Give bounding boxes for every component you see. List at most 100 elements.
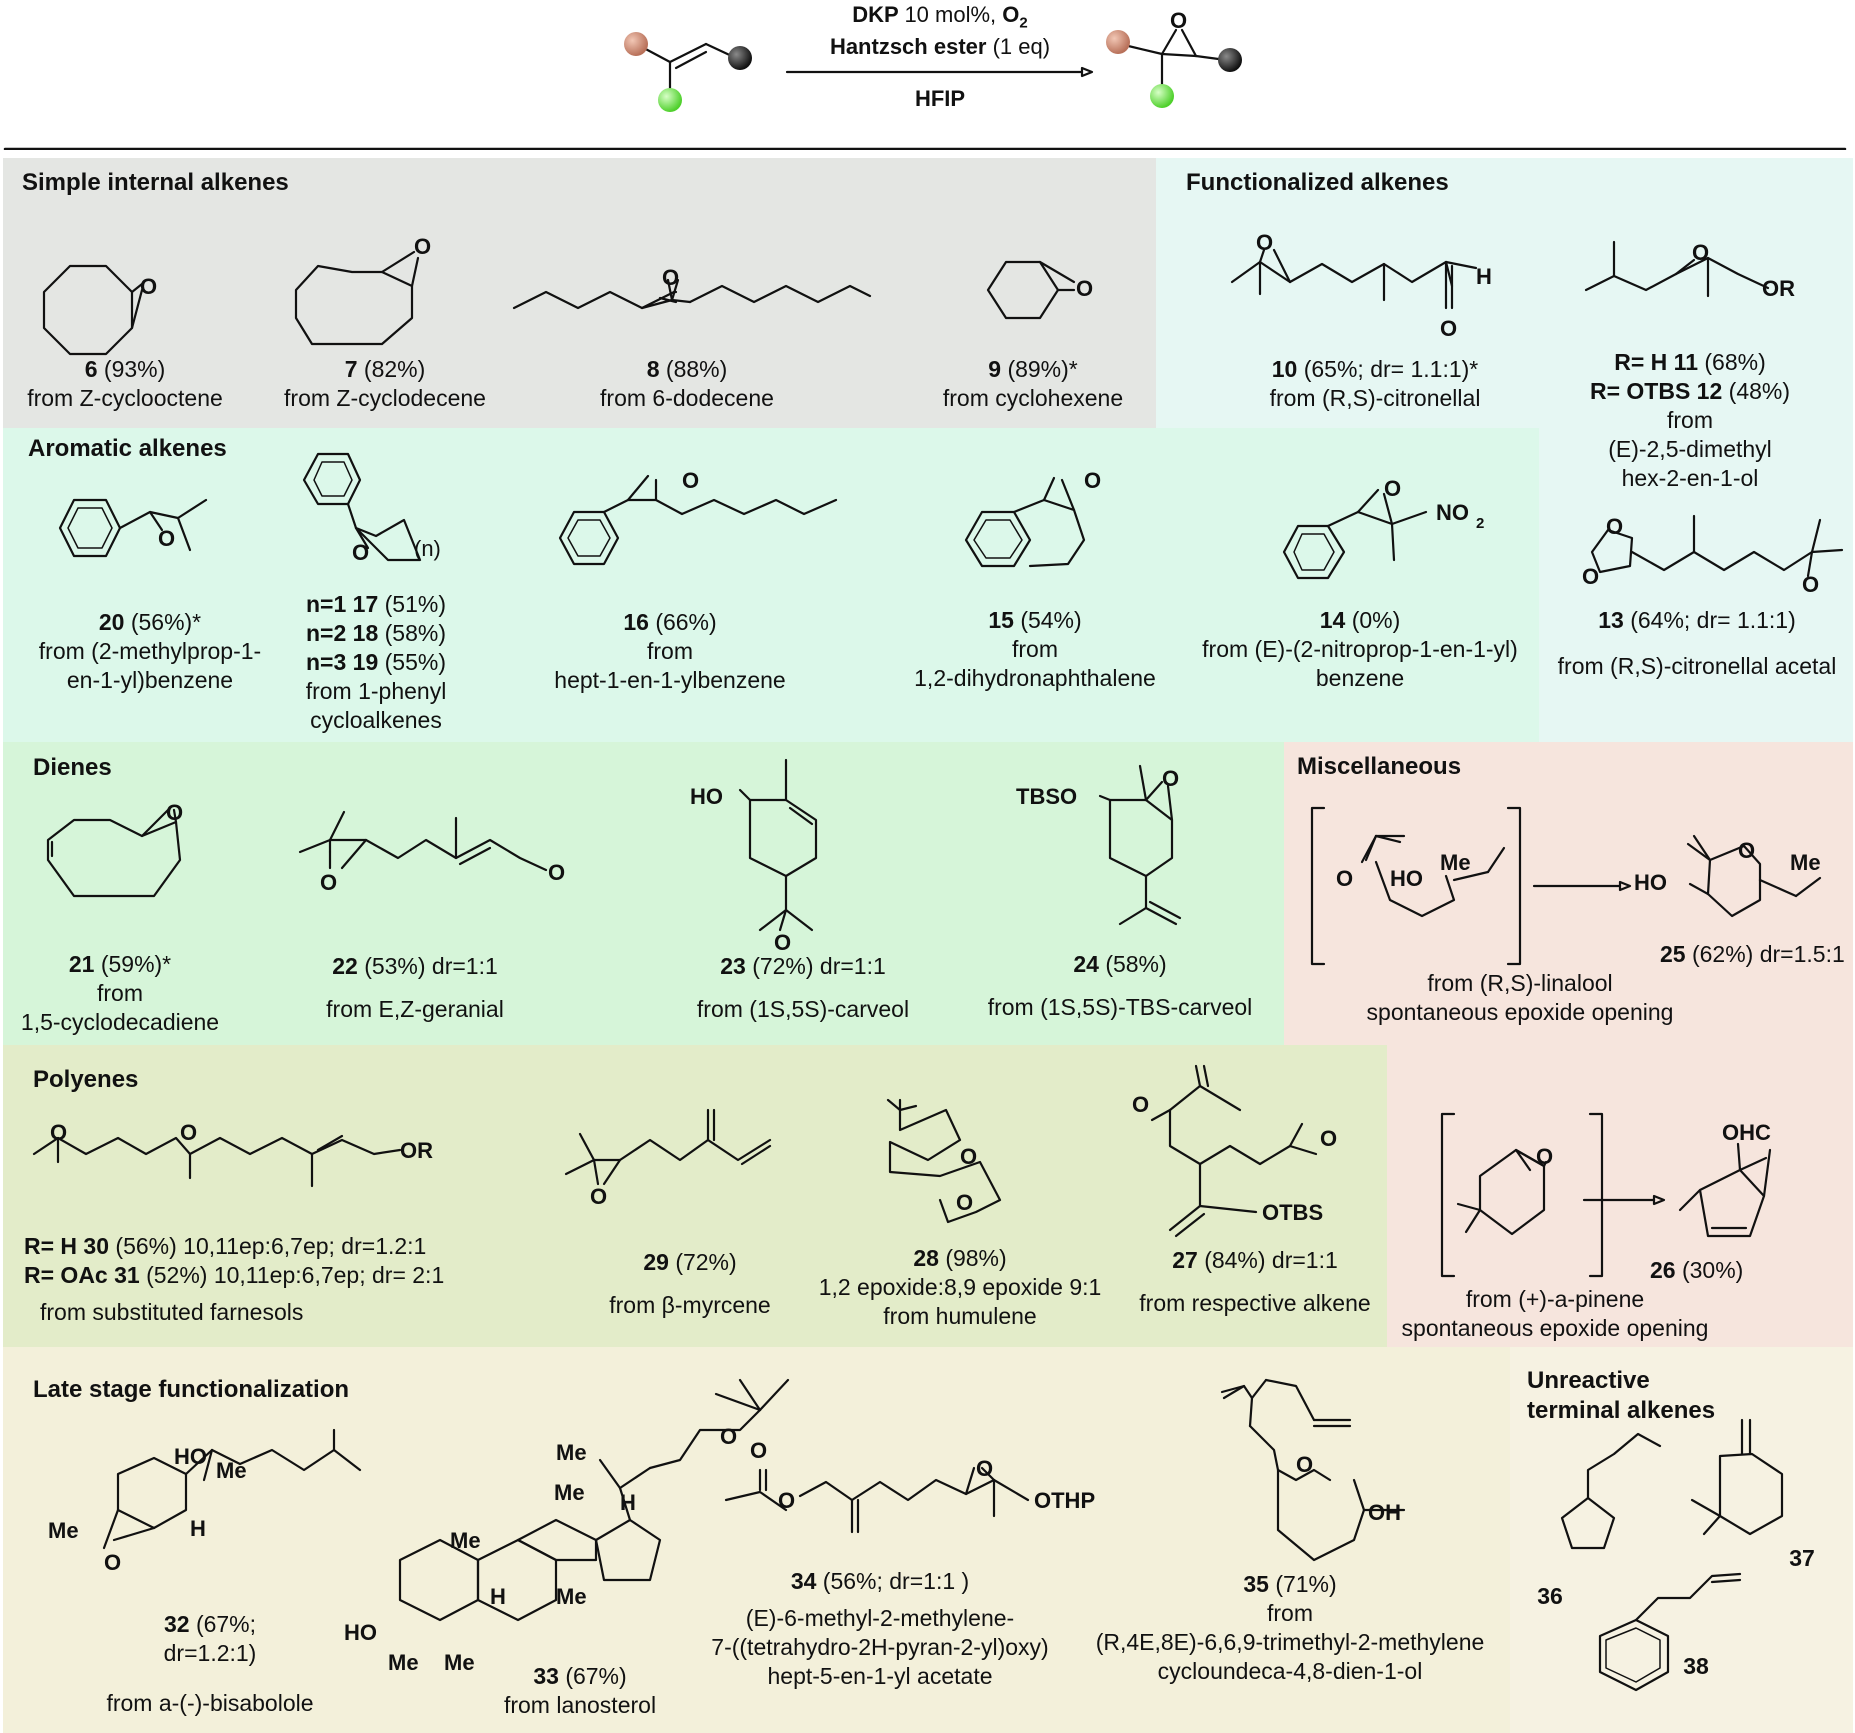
structure-38 <box>1598 1572 1742 1692</box>
section-title-simple: Simple internal alkenes <box>22 169 289 196</box>
svg-text:Me: Me <box>556 1584 587 1609</box>
caption-29: 29 (72%) from β-myrcene <box>609 1249 771 1318</box>
svg-text:O: O <box>548 860 565 885</box>
structure-37 <box>1690 1418 1784 1536</box>
svg-text:O: O <box>1536 1144 1553 1169</box>
structure-21: O <box>46 800 183 898</box>
svg-text:O: O <box>1084 468 1101 493</box>
panel-unreactive <box>1510 1347 1853 1733</box>
svg-text:O: O <box>956 1190 973 1215</box>
structure-32: HO Me H O Me <box>48 1428 362 1575</box>
svg-text:2: 2 <box>1476 515 1484 532</box>
caption-21: 21 (59%)* from 1,5-cyclodecadiene <box>20 951 220 1035</box>
bond <box>1180 28 1198 58</box>
label-38: 38 <box>1683 1653 1709 1679</box>
svg-text:HO: HO <box>344 1620 377 1645</box>
svg-text:O: O <box>976 1456 993 1481</box>
panel-functionalized-right <box>1539 428 1853 742</box>
section-title-polyenes: Polyenes <box>33 1066 139 1093</box>
substituent-sphere-brown <box>1106 30 1130 54</box>
caption-32-source: from a-(-)-bisabolole <box>106 1690 314 1716</box>
caption-22: 22 (53%) dr=1:1 from E,Z-geranial <box>326 953 504 1022</box>
svg-text:O: O <box>1606 514 1623 539</box>
bond <box>1160 52 1198 58</box>
caption-17-19: n=1 17 (51%) n=2 18 (58%) n=3 19 (55%) f… <box>305 591 447 733</box>
structure-22: O O <box>298 810 565 895</box>
structure-35: O OH <box>1220 1378 1406 1562</box>
reductant-amount: (1 eq) <box>992 34 1051 59</box>
svg-text:Me: Me <box>216 1458 247 1483</box>
panel-functionalized <box>1156 158 1853 428</box>
label-36: 36 <box>1537 1583 1563 1609</box>
caption-16: 16 (66%) from hept-1-en-1-ylbenzene <box>554 609 786 693</box>
caption-34: 34 (56%; dr=1:1 ) (E)-6-methyl-2-methyle… <box>711 1568 1049 1689</box>
svg-text:O: O <box>750 1438 767 1463</box>
caption-24: 24 (58%) from (1S,5S)-TBS-carveol <box>987 951 1253 1020</box>
svg-text:H: H <box>620 1490 636 1515</box>
svg-text:Me: Me <box>444 1650 475 1675</box>
structure-14: O NO 2 <box>1282 476 1484 580</box>
caption-26: 26 (30%) from (+)-a-pinene spontaneous e… <box>1401 1257 1744 1341</box>
structure-34: O O O OTHP <box>724 1438 1095 1534</box>
svg-text:OHC: OHC <box>1722 1120 1771 1145</box>
substituent-sphere-green <box>658 88 682 112</box>
bond <box>668 42 708 64</box>
svg-text:O: O <box>414 234 431 259</box>
oxidant-subscript: 2 <box>1019 14 1028 32</box>
caption-20: 20 (56%)* from (2-methylprop-1- en-1-yl)… <box>38 609 262 693</box>
caption-13: 13 (64%; dr= 1.1:1) from (R,S)-citronell… <box>1557 607 1837 679</box>
structure-20: O <box>58 498 208 558</box>
svg-text:H: H <box>190 1516 206 1541</box>
section-title-misc: Miscellaneous <box>1297 753 1462 780</box>
svg-text:O: O <box>1582 564 1599 589</box>
caption-23: 23 (72%) dr=1:1 from (1S,5S)-carveol <box>696 953 910 1022</box>
reductant-label: Hantzsch ester <box>829 34 987 59</box>
structure-10: O H O <box>1230 230 1492 341</box>
caption-25: 25 (62%) dr=1.5:1 from (R,S)-linalool sp… <box>1366 941 1845 1025</box>
svg-text:O: O <box>1076 276 1093 301</box>
structure-33: O Me Me H Me H Me HO Me Me <box>344 1378 790 1675</box>
svg-text:O: O <box>960 1144 977 1169</box>
svg-text:Me: Me <box>556 1440 587 1465</box>
structure-36 <box>1560 1432 1662 1550</box>
svg-text:O: O <box>1802 572 1819 597</box>
svg-text:HO: HO <box>174 1444 207 1469</box>
section-title-aromatic: Aromatic alkenes <box>28 435 227 462</box>
svg-text:Me: Me <box>450 1528 481 1553</box>
section-title-late: Late stage functionalization <box>33 1376 350 1403</box>
header-scheme: O <box>3 8 1847 150</box>
substituent-sphere-black <box>728 46 752 70</box>
svg-text:Me: Me <box>388 1650 419 1675</box>
caption-14: 14 (0%) from (E)-(2-nitroprop-1-en-1-yl)… <box>1202 607 1518 691</box>
header-conditions-line1: DKP 10 mol%, O2 <box>800 2 1080 31</box>
caption-9: 9 (89%)* from cyclohexene <box>942 356 1124 411</box>
caption-11-12: R= H 11 (68%) R= OTBS 12 (48%) from (E)-… <box>1589 349 1791 491</box>
substituent-sphere-black <box>1218 48 1242 72</box>
structure-7: O <box>294 234 431 346</box>
svg-text:Me: Me <box>48 1518 79 1543</box>
caption-28: 28 (98%) 1,2 epoxide:8,9 epoxide 9:1 fro… <box>818 1245 1102 1329</box>
reaction-arrow-head <box>1080 66 1094 78</box>
structure-24: O TBSO <box>1016 764 1182 926</box>
structure-6: O <box>42 264 157 356</box>
structure-15: O <box>964 468 1101 568</box>
section-title-unreactive: Unreactive terminal alkenes <box>1527 1367 1716 1424</box>
svg-text:OR: OR <box>400 1138 433 1163</box>
caption-7: 7 (82%) from Z-cyclodecene <box>284 356 486 411</box>
svg-text:O: O <box>1132 1092 1149 1117</box>
svg-text:O: O <box>662 265 679 290</box>
panel-simple <box>3 158 1156 428</box>
caption-27: 27 (84%) dr=1:1 from respective alkene <box>1139 1247 1371 1316</box>
panel-aromatic <box>3 428 1539 742</box>
svg-text:(n): (n) <box>414 536 441 561</box>
svg-text:O: O <box>1320 1126 1337 1151</box>
structure-26: O OHC <box>1440 1112 1772 1278</box>
structure-29: O <box>564 1108 772 1209</box>
svg-text:HO: HO <box>1390 866 1423 891</box>
structure-17: O (n) <box>302 452 441 565</box>
svg-text:Me: Me <box>1790 850 1821 875</box>
structure-8: O <box>512 265 872 310</box>
bond <box>1160 28 1178 56</box>
caption-33: 33 (67%) from lanosterol <box>503 1663 657 1718</box>
svg-text:O: O <box>352 540 369 565</box>
